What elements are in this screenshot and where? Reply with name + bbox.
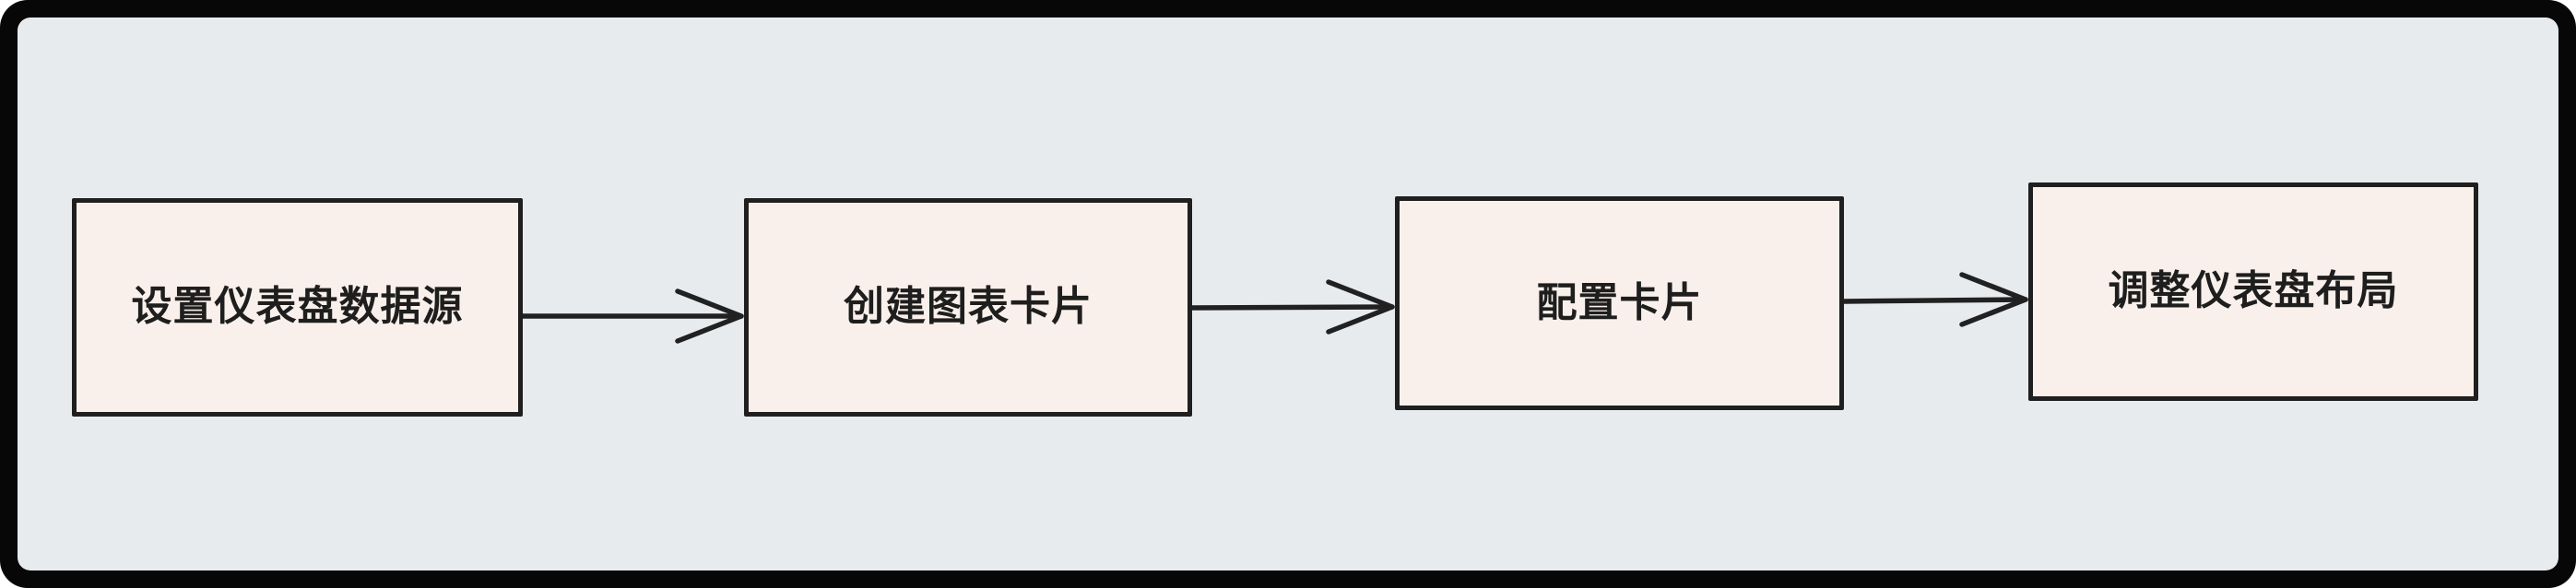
- arrow-set-datasource-to-create-card: [520, 288, 744, 344]
- flow-node-label: 创建图表卡片: [844, 284, 1093, 330]
- arrow-configure-card-to-adjust-layout: [1841, 272, 2028, 327]
- flow-node-label: 调整仪表盘布局: [2108, 268, 2399, 314]
- flow-node-set-dashboard-datasource: 设置仪表盘数据源: [72, 198, 523, 417]
- arrow-create-card-to-configure-card: [1189, 279, 1395, 335]
- flow-node-label: 配置卡片: [1536, 279, 1703, 325]
- flow-node-create-chart-card: 创建图表卡片: [744, 198, 1192, 417]
- flow-node-label: 设置仪表盘数据源: [131, 284, 464, 330]
- flow-node-adjust-dashboard-layout: 调整仪表盘布局: [2028, 182, 2478, 401]
- flow-node-configure-card: 配置卡片: [1395, 196, 1844, 410]
- diagram-canvas: 设置仪表盘数据源 创建图表卡片 配置卡片 调整仪表盘布局: [18, 18, 2558, 570]
